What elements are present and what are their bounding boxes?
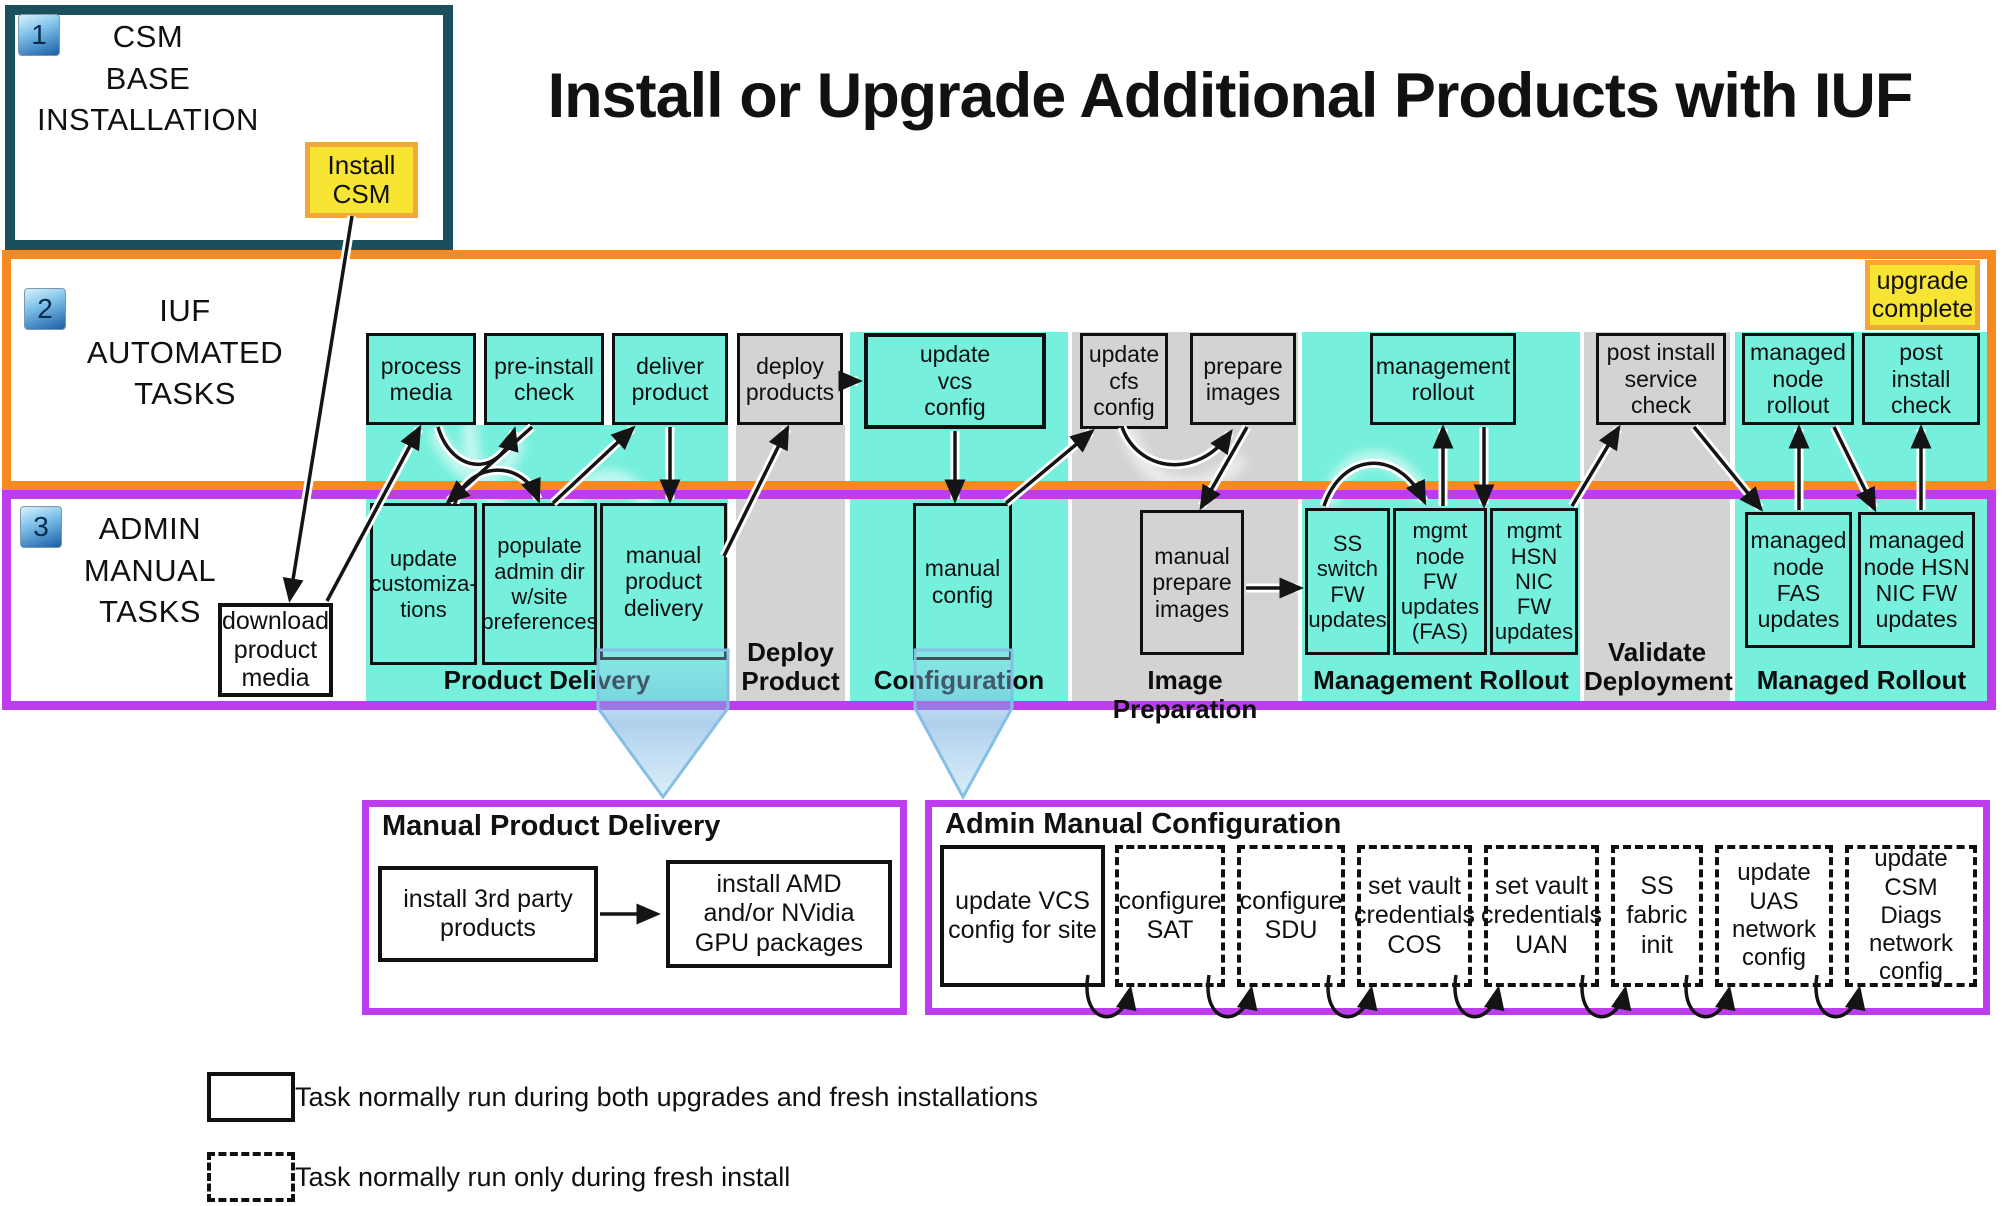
task-install-gpu-packages: install AMD and/or NVidia GPU packages — [666, 860, 892, 968]
task-install-3rd-party-products: install 3rd party products — [378, 866, 598, 962]
task-configure-sat: configure SAT — [1115, 845, 1225, 987]
task-deliver-product: deliver product — [612, 333, 728, 425]
step-1-badge: 1 — [18, 14, 60, 56]
task-prepare-images: prepare images — [1190, 333, 1296, 425]
task-ss-switch-fw-updates: SS switch FW updates — [1305, 508, 1390, 655]
task-set-vault-credentials-uan: set vault credentials UAN — [1481, 845, 1602, 987]
task-configure-sdu: configure SDU — [1237, 845, 1345, 987]
task-update-vcs-config-for-site: update VCS config for site — [940, 845, 1105, 987]
step-2-badge: 2 — [24, 288, 66, 330]
task-update-vcs-config: update vcs config — [864, 333, 1046, 429]
upgrade-complete-callout: upgrade complete — [1865, 260, 1980, 330]
stage-management-rollout: Management Rollout — [1313, 665, 1569, 695]
panel-amc-title: Admin Manual Configuration — [945, 808, 1342, 840]
task-managed-node-rollout: managed node rollout — [1742, 333, 1854, 425]
task-update-csm-diags-network-config: update CSM Diags network config — [1845, 845, 1977, 987]
admin-manual-label: ADMIN MANUAL TASKS — [83, 511, 217, 630]
task-manual-product-delivery: manual product delivery — [600, 503, 727, 660]
install-csm-callout: Install CSM — [305, 142, 418, 218]
step-3-badge: 3 — [20, 506, 62, 548]
task-populate-admin-dir: populate admin dir w/site preferences — [481, 503, 598, 665]
task-pre-install-check: pre-install check — [484, 333, 604, 425]
task-update-uas-network-config: update UAS network config — [1715, 845, 1833, 987]
task-ss-fabric-init: SS fabric init — [1611, 845, 1703, 987]
task-update-cfs-config: update cfs config — [1080, 333, 1168, 429]
task-deploy-products: deploy products — [737, 333, 843, 425]
task-post-install-check: post install check — [1862, 333, 1980, 425]
task-set-vault-credentials-cos: set vault credentials COS — [1354, 845, 1475, 987]
page-title: Install or Upgrade Additional Products w… — [547, 61, 1914, 131]
iuf-automated-label: IUF AUTOMATED TASKS — [86, 293, 284, 412]
task-mgmt-node-fw-updates-fas: mgmt node FW updates (FAS) — [1393, 508, 1487, 655]
legend-solid-text: Task normally run during both upgrades a… — [295, 1081, 1038, 1112]
task-managed-node-hsn-nic-fw-updates: managed node HSN NIC FW updates — [1858, 512, 1975, 648]
stage-validate-deployment: Validate Deployment — [1584, 637, 1733, 696]
stage-deploy-product: Deploy Product — [741, 637, 840, 696]
stage-image-preparation: Image Preparation — [1112, 665, 1258, 724]
task-process-media: process media — [366, 333, 476, 425]
legend-dashed-text: Task normally run only during fresh inst… — [295, 1161, 791, 1192]
stage-managed-rollout: Managed Rollout — [1756, 665, 1967, 695]
task-managed-node-fas-updates: managed node FAS updates — [1745, 512, 1852, 648]
task-management-rollout: management rollout — [1370, 333, 1516, 425]
stage-configuration: Configuration — [873, 665, 1045, 695]
legend-dashed-swatch — [207, 1152, 295, 1202]
task-download-product-media: download product media — [218, 603, 333, 697]
panel-mpd-title: Manual Product Delivery — [382, 810, 721, 842]
legend-solid-swatch — [207, 1072, 295, 1122]
task-manual-config: manual config — [913, 503, 1012, 660]
stage-product-delivery: Product Delivery — [443, 665, 651, 695]
csm-base-label: CSM BASE INSTALLATION — [37, 19, 259, 138]
task-mgmt-hsn-nic-fw-updates: mgmt HSN NIC FW updates — [1490, 508, 1578, 655]
task-manual-prepare-images: manual prepare images — [1140, 510, 1244, 655]
task-update-customizations: update customiza- tions — [370, 503, 477, 665]
task-post-install-service-check: post install service check — [1596, 333, 1726, 425]
